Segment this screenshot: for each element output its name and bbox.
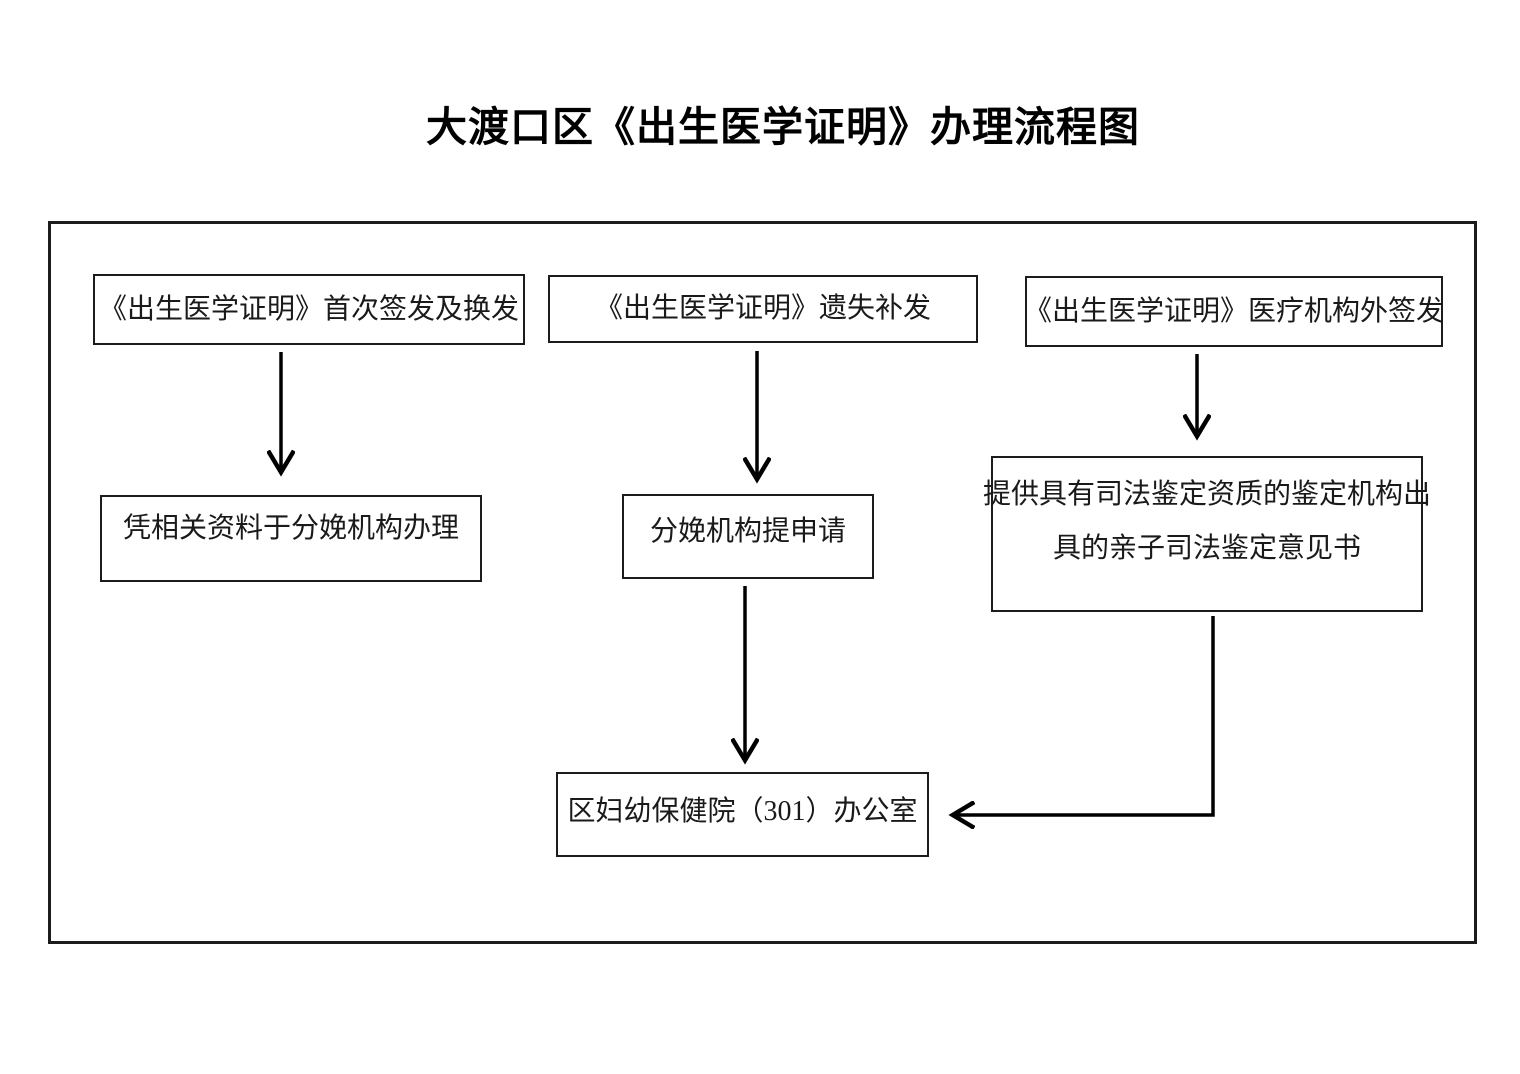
page-title: 大渡口区《出生医学证明》办理流程图 [426,104,1140,150]
node-judicial-report: 提供具有司法鉴定资质的鉴定机构出 具的亲子司法鉴定意见书 [983,456,1431,612]
node-delivery-materials-label: 凭相关资料于分娩机构办理 [122,512,459,544]
node-outside-institution-label: 《出生医学证明》医疗机构外签发 [1024,295,1445,327]
node-outside-institution: 《出生医学证明》医疗机构外签发 [1024,276,1445,347]
node-final-office-label: 区妇幼保健院（301）办公室 [567,795,918,827]
flowchart-outer-border [48,221,1477,944]
node-final-office: 区妇幼保健院（301）办公室 [556,772,929,857]
node-judicial-report-line2: 具的亲子司法鉴定意见书 [1052,533,1361,564]
node-loss-reissue: 《出生医学证明》遗失补发 [548,275,978,343]
node-delivery-materials: 凭相关资料于分娩机构办理 [100,495,482,582]
node-first-issue: 《出生医学证明》首次签发及换发 [93,274,525,345]
node-first-issue-label: 《出生医学证明》首次签发及换发 [98,293,519,325]
node-loss-reissue-label: 《出生医学证明》遗失补发 [594,293,931,324]
node-judicial-report-line1: 提供具有司法鉴定资质的鉴定机构出 [983,479,1432,510]
node-delivery-apply-label: 分娩机构提申请 [649,515,846,547]
node-delivery-apply: 分娩机构提申请 [622,494,874,579]
